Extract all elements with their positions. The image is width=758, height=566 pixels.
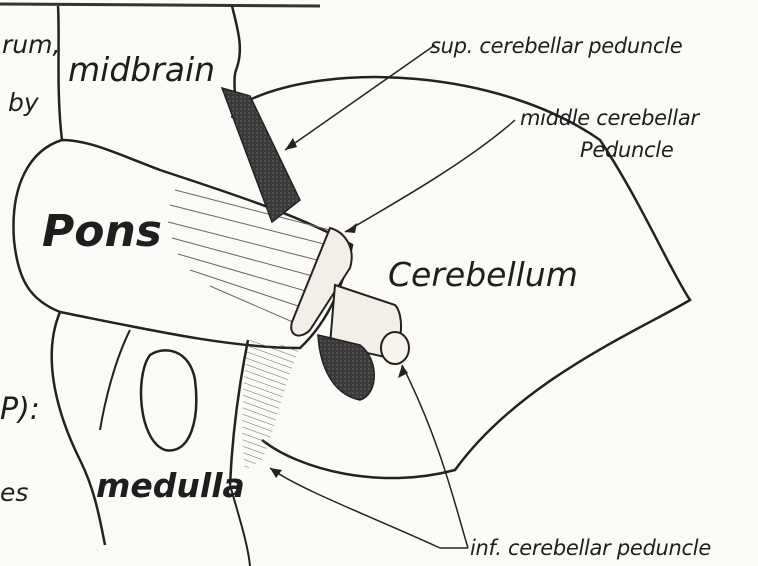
cerebellum-label: Cerebellum — [388, 255, 578, 294]
medulla-inner-edge — [100, 330, 130, 430]
middle-peduncle-label-line2: Peduncle — [580, 138, 673, 162]
midbrain-left-edge — [58, 6, 62, 140]
inf-peduncle-leader-2 — [270, 468, 440, 548]
middle-peduncle-label-line1: middle cerebellar — [520, 106, 699, 130]
pons-label: Pons — [42, 206, 162, 257]
margin-fragment-4: es — [0, 478, 28, 507]
medulla-label: medulla — [96, 466, 245, 505]
inf-peduncle-label: inf. cerebellar peduncle — [470, 536, 711, 560]
inf-peduncle-leader-1 — [402, 365, 468, 548]
midbrain-label: midbrain — [68, 50, 215, 89]
sup-arrowhead — [285, 138, 297, 150]
margin-fragment-3: P): — [0, 392, 40, 427]
olive-oval — [141, 350, 196, 450]
middle-arrowhead — [345, 223, 357, 233]
top-border-line — [0, 4, 320, 6]
sup-peduncle-label: sup. cerebellar peduncle — [430, 34, 682, 58]
inf-arrowhead-1 — [398, 365, 408, 378]
inf-peduncle-cut — [381, 332, 409, 364]
sup-peduncle-leader — [285, 45, 435, 150]
margin-fragment-2: by — [8, 88, 39, 117]
inf-arrowhead-2 — [270, 468, 282, 478]
middle-peduncle-leader — [345, 120, 515, 232]
medulla-shaded-region — [242, 340, 300, 470]
margin-fragment-1: rum, — [2, 30, 60, 59]
medulla-left-edge — [52, 312, 105, 545]
